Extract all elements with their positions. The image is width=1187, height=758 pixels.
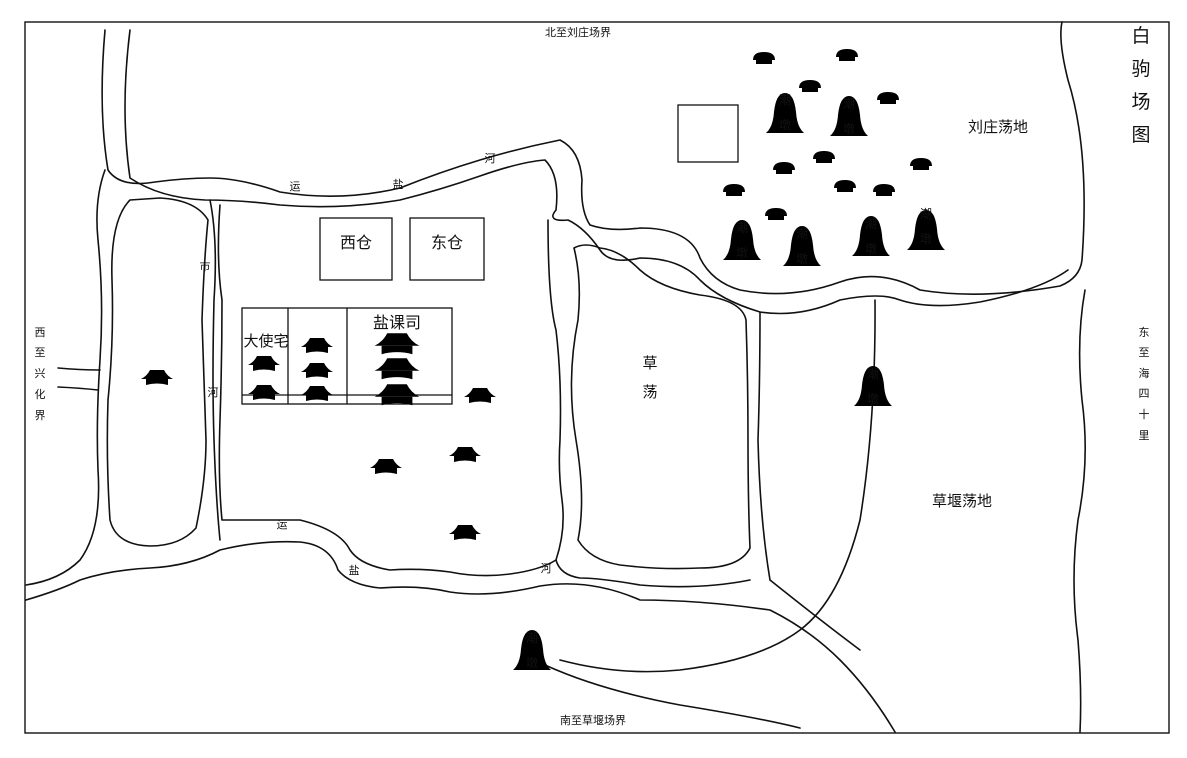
svg-text:运: 运 — [290, 180, 301, 193]
salt-office-label: 盐课司 — [373, 313, 421, 332]
west-boundary-label: 西 至 兴 化 界 — [35, 326, 46, 422]
svg-text:墩: 墩 — [779, 118, 791, 132]
svg-text:东: 东 — [1139, 326, 1150, 339]
market-river-label: 市 河 — [200, 259, 219, 399]
svg-text:潮: 潮 — [867, 366, 879, 381]
svg-text:潮: 潮 — [779, 92, 791, 107]
west-granary-label: 西仓 — [340, 233, 372, 252]
svg-text:盐: 盐 — [393, 178, 404, 191]
svg-text:白: 白 — [1131, 25, 1150, 47]
south-canal-label: 运 盐 河 — [277, 518, 552, 577]
map-frame — [24, 21, 1170, 734]
svg-text:四: 四 — [1139, 387, 1150, 400]
grass-marsh-label-1: 草 — [642, 354, 657, 372]
svg-text:墩: 墩 — [526, 656, 538, 670]
liuzhuang-marsh-label: 刘庄荡地 — [968, 118, 1028, 136]
svg-text:墩: 墩 — [920, 232, 932, 246]
svg-text:界: 界 — [35, 409, 46, 422]
svg-text:海: 海 — [1139, 366, 1150, 380]
svg-text:潮: 潮 — [736, 220, 748, 235]
svg-text:潮: 潮 — [526, 630, 538, 645]
east-boundary-label: 东 至 海 四 十 里 — [1139, 326, 1150, 442]
svg-text:墩: 墩 — [865, 242, 877, 256]
svg-text:运: 运 — [277, 518, 288, 531]
svg-text:潮: 潮 — [920, 206, 932, 221]
east-granary-label: 东仓 — [431, 233, 463, 252]
river-lines — [25, 21, 1086, 733]
commissioner-residence-label: 大使宅 — [243, 332, 288, 350]
svg-text:河: 河 — [541, 562, 552, 575]
svg-text:化: 化 — [35, 387, 46, 401]
svg-text:驹: 驹 — [1131, 58, 1150, 80]
west-granary-box — [319, 217, 393, 281]
svg-text:至: 至 — [1139, 346, 1150, 359]
map-title: 白 驹 场 图 — [1131, 25, 1150, 146]
svg-text:十: 十 — [1139, 407, 1150, 421]
svg-text:潮: 潮 — [796, 226, 808, 241]
svg-text:墩: 墩 — [843, 122, 855, 136]
salt-office-compound — [241, 307, 453, 405]
svg-text:至: 至 — [35, 346, 46, 359]
svg-text:河: 河 — [485, 152, 496, 165]
liuzhuang-building-icons — [723, 49, 932, 220]
svg-text:图: 图 — [1131, 124, 1150, 146]
svg-text:市: 市 — [200, 259, 211, 273]
svg-text:场: 场 — [1131, 91, 1150, 113]
svg-text:潮: 潮 — [865, 216, 877, 231]
svg-text:兴: 兴 — [35, 367, 46, 380]
tide-mound-labels: 潮 墩 潮 墩 潮 墩 潮 墩 潮 墩 潮 墩 潮 墩 潮 墩 — [526, 92, 932, 670]
svg-text:河: 河 — [208, 386, 219, 399]
grass-marsh-label-2: 荡 — [642, 383, 657, 401]
north-boundary-label: 北至刘庄场界 — [545, 25, 611, 39]
south-boundary-label: 南至草堰场界 — [560, 713, 626, 727]
svg-text:墩: 墩 — [736, 246, 748, 260]
svg-text:盐: 盐 — [349, 564, 360, 577]
east-granary-box — [409, 217, 485, 281]
svg-text:里: 里 — [1139, 429, 1150, 442]
svg-text:西: 西 — [35, 326, 46, 339]
caoyan-marsh-label: 草堰荡地 — [932, 492, 992, 510]
svg-text:墩: 墩 — [796, 252, 808, 266]
svg-text:墩: 墩 — [867, 392, 879, 406]
svg-text:潮: 潮 — [843, 96, 855, 111]
north-canal-label: 运 盐 河 — [290, 152, 496, 193]
